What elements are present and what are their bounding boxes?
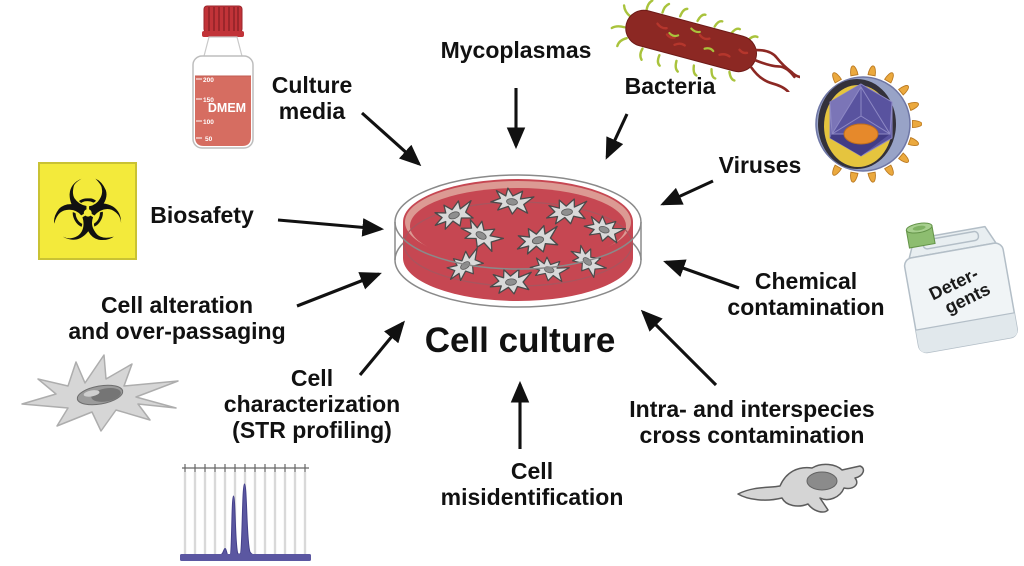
bacterium-icon: [610, 0, 800, 92]
svg-text:50: 50: [205, 136, 213, 143]
detergent-jug-icon: Deter- gents: [903, 222, 1018, 354]
label-chemical-contamination: Chemical contamination: [727, 268, 885, 320]
svg-text:200: 200: [203, 77, 214, 84]
arrow-intra-interspecies: [640, 309, 718, 387]
petri-dish-icon: [394, 174, 642, 308]
label-cell-characterization: Cell characterization (STR profiling): [223, 365, 401, 443]
arrow-cell-alteration: [296, 272, 382, 308]
svg-text:100: 100: [203, 119, 214, 126]
arrow-biosafety: [277, 218, 385, 237]
arrow-bacteria: [605, 113, 629, 160]
svg-text:150: 150: [203, 97, 214, 104]
label-culture-media: Culture media: [271, 72, 353, 124]
str-profile-icon: [180, 464, 311, 561]
altered-cell-icon: [21, 354, 179, 432]
label-viruses: Viruses: [718, 152, 802, 178]
label-mycoplasmas: Mycoplasmas: [440, 37, 592, 63]
interspecies-cell-icon: [737, 463, 865, 513]
bottle-label: DMEM: [208, 101, 246, 115]
biohazard-icon: ☣: [38, 162, 137, 260]
label-cell-misidentification: Cell misidentification: [440, 458, 624, 510]
arrow-culture-media: [360, 111, 422, 167]
label-bacteria: Bacteria: [624, 73, 716, 99]
label-biosafety: Biosafety: [150, 202, 254, 228]
dmem-bottle-icon: 200 150 100 50 DMEM: [192, 5, 254, 149]
label-cell-alteration: Cell alteration and over-passaging: [68, 292, 286, 344]
label-intra-interspecies: Intra- and interspecies cross contaminat…: [629, 396, 875, 448]
arrow-viruses: [660, 179, 714, 206]
diagram-title: Cell culture: [424, 321, 616, 360]
virus-icon: [815, 64, 922, 184]
